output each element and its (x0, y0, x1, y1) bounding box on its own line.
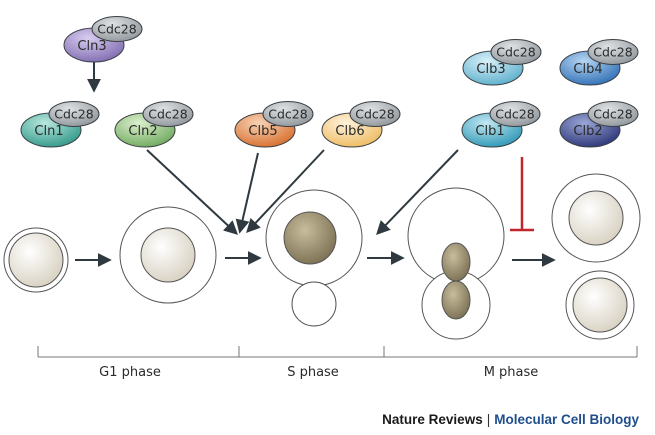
clb6-label: Clb6 (335, 124, 364, 139)
cln3-label: Cln3 (77, 39, 106, 54)
clb4-cdc28-complex: Clb4 Cdc28 (559, 39, 639, 86)
credit-subject: Molecular Cell Biology (494, 412, 639, 427)
clb4-label: Clb4 (573, 62, 602, 77)
clb1-cdc28-shape (489, 101, 541, 127)
clb6-cdc28-label: Cdc28 (355, 107, 394, 122)
clb6-cdc28-shape (349, 101, 401, 127)
m-phase-cell (407, 187, 505, 340)
clb1-arrow (376, 149, 459, 236)
s-phase-label: S phase (287, 365, 339, 380)
g1-phase-label: G1 phase (99, 365, 161, 380)
cln1-label: Cln1 (34, 124, 63, 139)
s-phase-cell (265, 189, 363, 327)
clb2-cdc28-complex: Clb2 Cdc28 (559, 101, 639, 148)
cln2-label: Cln2 (128, 124, 157, 139)
clb3-label: Clb3 (476, 62, 505, 77)
clb1-cdc28-label: Cdc28 (495, 107, 534, 122)
clb5-arrow (235, 152, 259, 234)
cln1-cdc28-complex: Cln1 Cdc28 (20, 101, 100, 148)
clb6-arrow (246, 149, 325, 234)
cln2-cdc28-label: Cdc28 (148, 107, 187, 122)
cln2-arrow (146, 149, 239, 235)
phase-scale (37, 346, 638, 358)
clb1-cdc28-complex: Clb1 Cdc28 (461, 101, 541, 148)
cln3-cdc28-label: Cdc28 (97, 22, 136, 37)
g1-cell-large (119, 206, 217, 304)
clb3-cdc28-label: Cdc28 (496, 45, 535, 60)
credit-journal: Nature Reviews (382, 412, 483, 427)
clb4-cdc28-shape (587, 39, 639, 65)
cln3-cdc28-complex: Cln3 Cdc28 (63, 16, 143, 63)
clb2-cdc28-shape (587, 101, 639, 127)
inhibition-bar (510, 157, 534, 232)
cln1-cdc28-shape (48, 101, 100, 127)
clb4-cdc28-label: Cdc28 (593, 45, 632, 60)
clb3-cdc28-complex: Clb3 Cdc28 (462, 39, 542, 86)
clb6-cdc28-complex: Clb6 Cdc28 (321, 101, 401, 148)
cln2-cdc28-complex: Cln2 Cdc28 (114, 101, 194, 148)
clb5-cdc28-label: Cdc28 (268, 107, 307, 122)
clb1-label: Clb1 (475, 124, 504, 139)
clb5-cdc28-shape (262, 101, 314, 127)
credit-separator: | (487, 412, 491, 427)
clb5-label: Clb5 (248, 124, 277, 139)
daughter-cells (551, 173, 641, 340)
clb2-label: Clb2 (573, 124, 602, 139)
cln3-cdc28-shape (91, 16, 143, 42)
cln1-cdc28-label: Cdc28 (54, 107, 93, 122)
clb5-cdc28-complex: Clb5 Cdc28 (234, 101, 314, 148)
m-phase-label: M phase (484, 365, 539, 380)
g1-cell-small (3, 227, 69, 293)
journal-credit: Nature Reviews |Molecular Cell Biology (382, 412, 639, 427)
clb3-cdc28-shape (490, 39, 542, 65)
cln2-cdc28-shape (142, 101, 194, 127)
clb2-cdc28-label: Cdc28 (593, 107, 632, 122)
